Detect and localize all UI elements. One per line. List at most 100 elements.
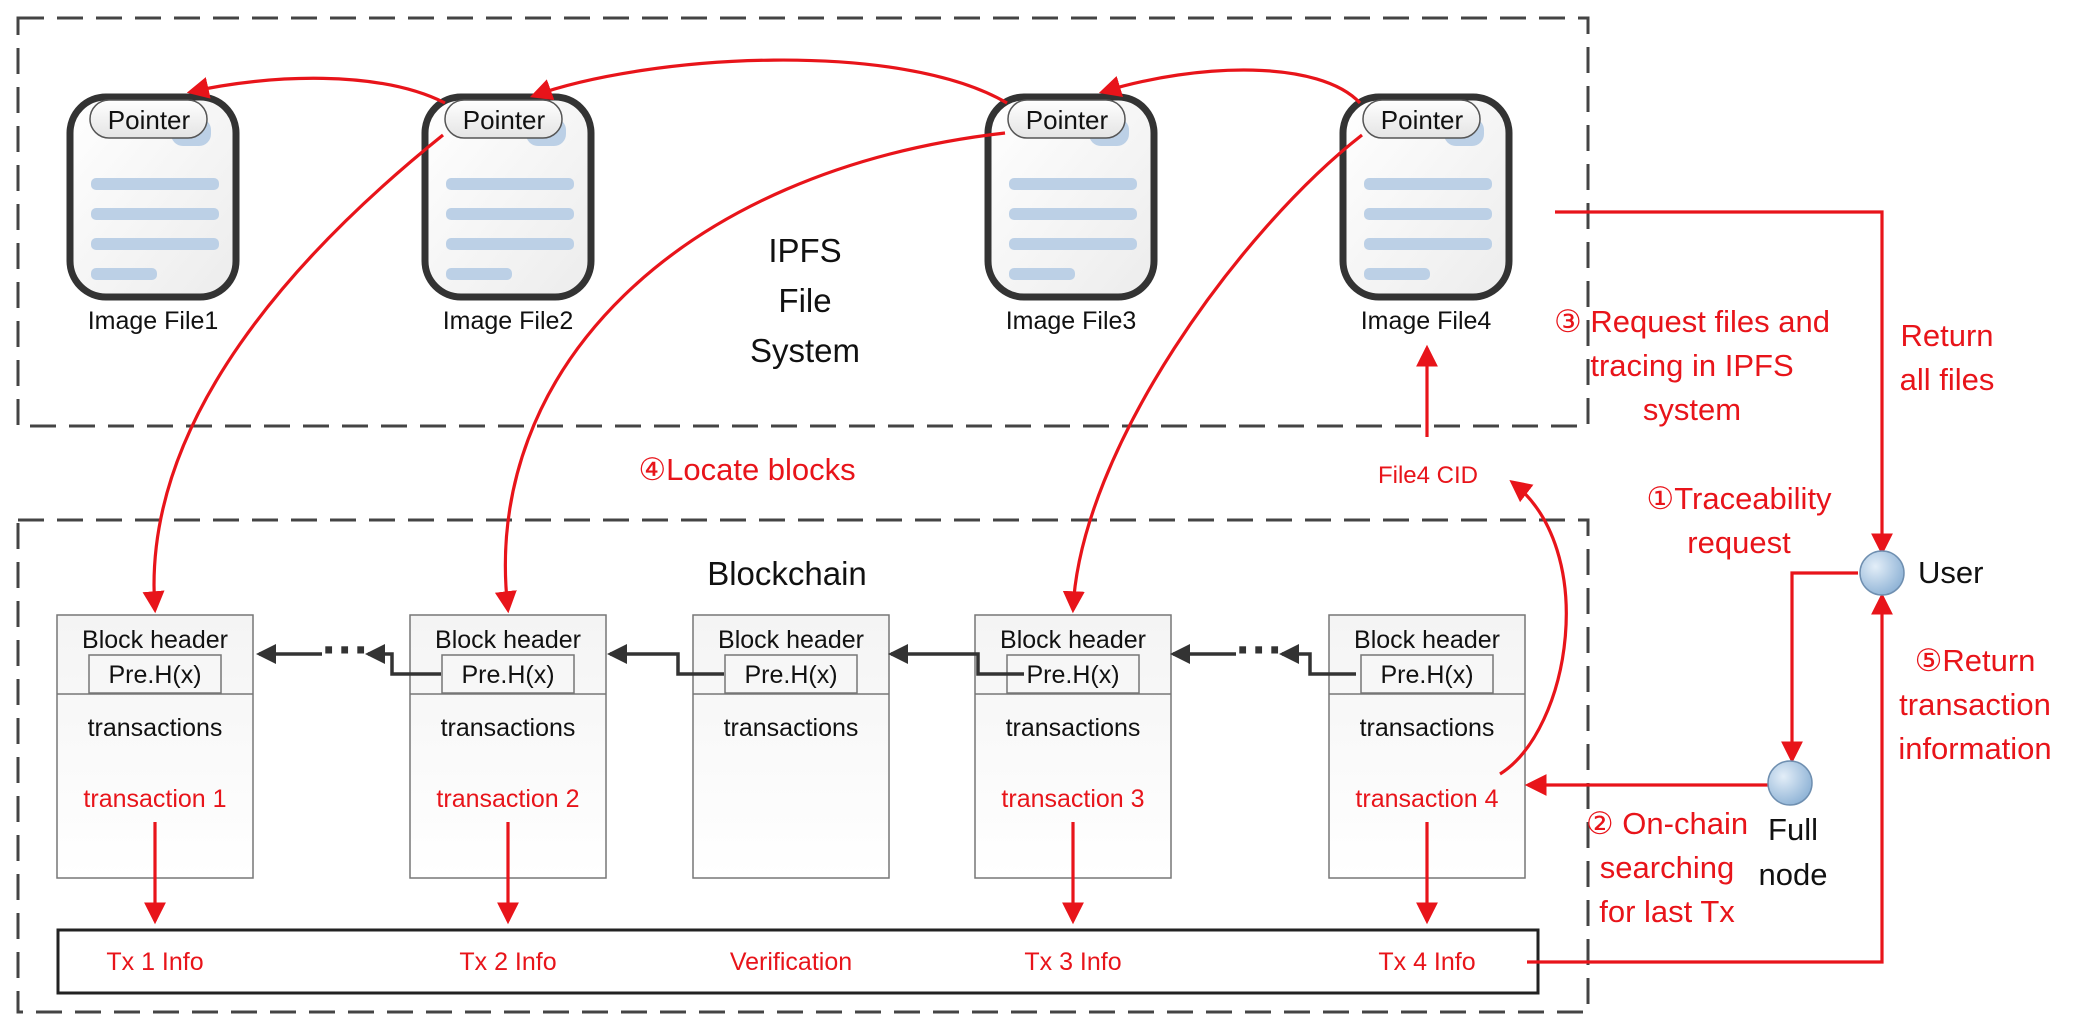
document-line	[1009, 208, 1137, 220]
return-all-files-line-1: Return	[1900, 318, 1993, 353]
block-header-label: Block header	[1000, 626, 1146, 654]
document-line	[1364, 208, 1492, 220]
transactions-label: transactions	[1360, 714, 1495, 742]
step4-locate-blocks: ④Locate blocks	[638, 452, 855, 487]
document-line	[1364, 238, 1492, 250]
tx-info-label-4: Tx 3 Info	[1024, 948, 1121, 976]
prehash-box	[88, 654, 222, 694]
document-line	[1009, 178, 1137, 190]
ipfs-label-line-1: IPFS	[768, 232, 841, 269]
document-line	[1009, 238, 1137, 250]
document-line-short	[91, 268, 157, 280]
document-line-short	[1364, 268, 1430, 280]
pointer-link-3-2	[529, 58, 1008, 105]
full-node-label-line-1: Full	[1768, 812, 1818, 847]
step5-line-1: ⑤Return	[1915, 643, 2036, 678]
tx-info-label-3: Verification	[730, 948, 852, 976]
transaction-label: transaction 2	[436, 785, 579, 813]
user-label: User	[1918, 555, 1983, 590]
document-line	[91, 178, 219, 190]
prehash-label: Pre.H(x)	[108, 661, 201, 689]
step1-line-1: ①Traceability	[1646, 481, 1832, 516]
step2-line-2: searching	[1600, 850, 1734, 885]
transactions-label: transactions	[1006, 714, 1141, 742]
return-tx-info-line	[1527, 592, 1893, 964]
tx-info-label-1: Tx 1 Info	[106, 948, 203, 976]
document-line	[91, 238, 219, 250]
ipfs-label-line-3: System	[750, 332, 860, 369]
chain-link-dots-1: ···	[322, 624, 370, 677]
step2-line-1: ② On-chain	[1586, 806, 1748, 841]
chain-link-dots-1-tail	[365, 644, 441, 676]
chain-link-3-4	[888, 644, 1024, 676]
document-line	[446, 238, 574, 250]
prehash-label: Pre.H(x)	[744, 661, 837, 689]
tx-info-arrows	[144, 822, 1438, 925]
file4-cid-curve	[1499, 479, 1568, 776]
transaction-label: transaction 4	[1355, 785, 1498, 813]
block-header-label: Block header	[435, 626, 581, 654]
pointer-label: Pointer	[108, 105, 191, 135]
chain-links: ··· ···	[256, 624, 1356, 677]
return-all-files-line	[1555, 210, 1893, 556]
document-line	[91, 208, 219, 220]
document-line-short	[1009, 268, 1075, 280]
block-header-label: Block header	[718, 626, 864, 654]
locate-block-curves	[142, 131, 1363, 614]
document-line	[446, 208, 574, 220]
transactions-label: transactions	[441, 714, 576, 742]
transactions-label: transactions	[724, 714, 859, 742]
locate-curve-file4-block4	[1062, 133, 1363, 614]
chain-link-dots-2-tail	[1279, 644, 1356, 676]
prehash-label: Pre.H(x)	[1380, 661, 1473, 689]
pointer-label: Pointer	[1381, 105, 1464, 135]
step3-line-2: tracing in IPFS	[1590, 348, 1793, 383]
locate-curve-file3-block2	[494, 131, 1006, 614]
step2-line-3: for last Tx	[1599, 894, 1735, 929]
chain-link-2-3	[607, 644, 724, 676]
transaction-label: transaction 3	[1001, 785, 1144, 813]
return-all-files-line-2: all files	[1900, 362, 1995, 397]
pointer-links	[186, 58, 1362, 105]
pointer-pill	[1007, 99, 1126, 139]
step1-line-2: request	[1687, 525, 1791, 560]
full-node-label-line-2: node	[1759, 857, 1828, 892]
document-line	[446, 178, 574, 190]
document-line	[1364, 178, 1492, 190]
image-file-caption: Image File4	[1361, 307, 1492, 335]
pointer-label: Pointer	[463, 105, 546, 135]
prehash-label: Pre.H(x)	[1026, 661, 1119, 689]
tx-info-label-5: Tx 4 Info	[1378, 948, 1475, 976]
ipfs-region-border	[16, 16, 1590, 428]
traceability-request-line	[1781, 571, 1858, 764]
prehash-box	[1360, 654, 1494, 694]
transactions-label: transactions	[88, 714, 223, 742]
ipfs-label-line-2: File	[778, 282, 831, 319]
transaction-label: transaction 1	[83, 785, 226, 813]
document-line-short	[446, 268, 512, 280]
prehash-box	[724, 654, 858, 694]
blockchain-title: Blockchain	[707, 555, 867, 592]
image-file-caption: Image File2	[443, 307, 574, 335]
full-node	[1767, 760, 1813, 806]
step5-line-3: information	[1898, 731, 2051, 766]
pointer-link-2-1	[186, 76, 446, 105]
block-header-label: Block header	[82, 626, 228, 654]
step3-line-3: system	[1643, 392, 1741, 427]
prehash-label: Pre.H(x)	[461, 661, 554, 689]
tx-info-label-2: Tx 2 Info	[459, 948, 556, 976]
locate-curve-file2-block1	[142, 133, 445, 614]
file4-cid-label: File4 CID	[1378, 462, 1478, 489]
blockchain-region-border	[16, 518, 1590, 1014]
pointer-pill	[89, 99, 208, 139]
